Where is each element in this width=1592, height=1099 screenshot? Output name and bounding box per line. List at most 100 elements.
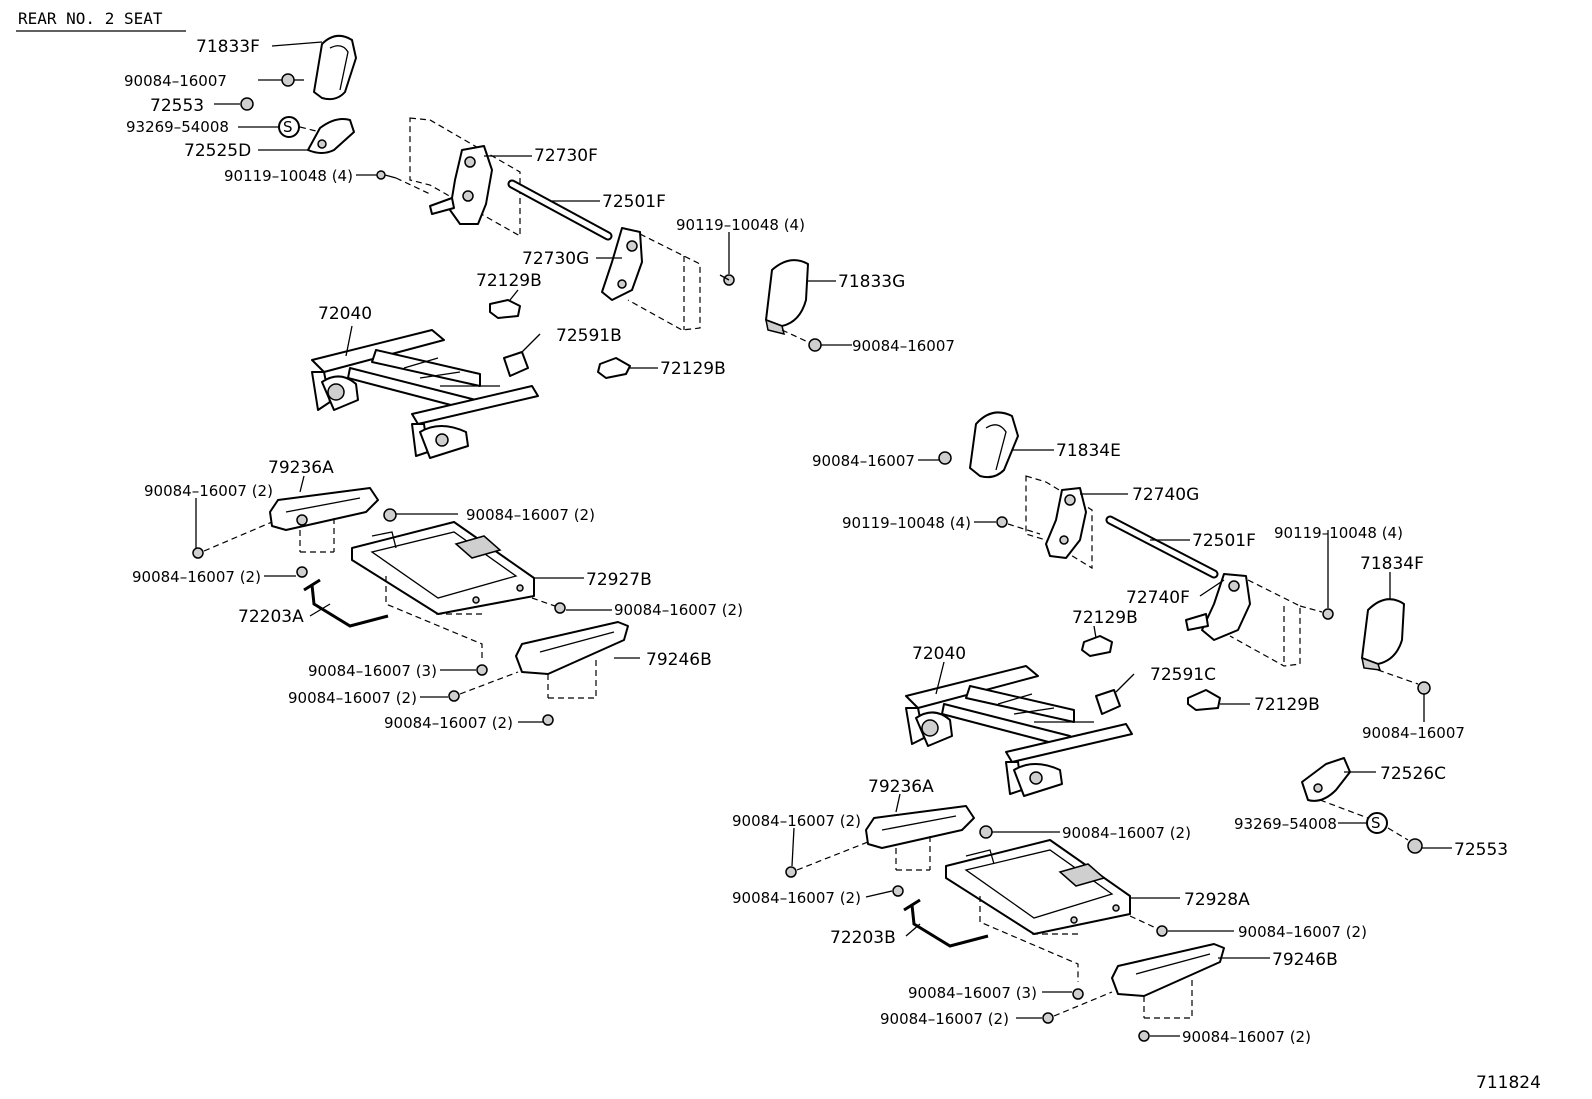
cap-72553-a — [240, 97, 254, 111]
label-90084-16007-2-e: 90084–16007 (2) — [288, 689, 417, 707]
seat-frame-72927B — [351, 521, 535, 615]
bolt-90119-10048-c — [996, 516, 1008, 528]
label-79236A-a: 79236A — [268, 458, 334, 478]
bolt-90084-16007-2-c — [383, 508, 397, 522]
label-71833G: 71833G — [838, 272, 905, 292]
label-72553-b: 72553 — [1454, 840, 1508, 860]
label-72730G: 72730G — [522, 249, 589, 269]
label-90084-16007-d: 90084–16007 — [1362, 724, 1465, 742]
recliner-knob-71834F — [1361, 598, 1405, 665]
label-90084-16007-2-a: 90084–16007 (2) — [144, 482, 273, 500]
bolt-90084-16007-c — [938, 451, 952, 465]
label-90119-10048-4-c: 90119–10048 (4) — [842, 514, 971, 532]
cover-72591C — [1095, 689, 1121, 715]
label-79236A-b: 79236A — [868, 777, 934, 797]
label-90084-16007-b: 90084–16007 — [852, 337, 955, 355]
label-72129B-b: 72129B — [660, 359, 726, 379]
bolt-90084-16007-2-g — [979, 825, 993, 839]
seat-track-72040-b — [905, 665, 1133, 797]
side-cover-79246B-b — [1111, 943, 1225, 997]
bolt-90084-16007-3-b — [1072, 988, 1084, 1000]
bolt-90084-16007-2-j — [1156, 925, 1168, 937]
label-90084-16007-2-h: 90084–16007 (2) — [1062, 824, 1191, 842]
bolt-90084-16007-2-b — [296, 566, 308, 578]
label-72501F-a: 72501F — [602, 192, 666, 212]
bolt-90084-16007-a — [281, 73, 304, 87]
bolt-90084-16007-3-a — [476, 664, 488, 676]
side-cover-79236A-b — [865, 805, 975, 849]
bolt-90084-16007-2-l — [1138, 1030, 1150, 1042]
bolt-90119-10048-b — [719, 274, 735, 286]
hinge-bracket-72730F — [449, 145, 493, 225]
washer-symbol-a: S — [278, 116, 300, 138]
label-90084-16007-2-b: 90084–16007 (2) — [466, 506, 595, 524]
recliner-cover-71833F — [313, 34, 357, 101]
cap-72553-b — [1407, 838, 1423, 854]
label-90084-16007-c: 90084–16007 — [812, 452, 915, 470]
bolt-90084-16007-2-i — [892, 885, 904, 897]
label-93269-54008-a: 93269–54008 — [126, 118, 229, 136]
label-90084-16007-2-c: 90084–16007 (2) — [132, 568, 261, 586]
washer-symbol-b: S — [1366, 812, 1388, 834]
hinge-bracket-72740F — [1201, 573, 1251, 641]
seat-frame-72928A — [945, 839, 1131, 935]
bolt-90119-10048-d — [1322, 608, 1334, 620]
left-seat-assembly: S — [192, 34, 822, 726]
clip-72129B-d — [1187, 689, 1221, 711]
leader-lines — [195, 41, 1452, 1037]
label-90119-10048-4-a: 90119–10048 (4) — [224, 167, 353, 185]
hinge-bracket-72740G — [1045, 487, 1087, 559]
side-cover-79246B-a — [515, 621, 629, 675]
seat-track-72040-a — [311, 329, 539, 459]
release-lever-72526C — [1301, 757, 1351, 802]
recliner-knob-71833G — [765, 259, 809, 327]
bolt-90084-16007-2-h — [785, 866, 797, 878]
label-79246B-a: 79246B — [646, 650, 712, 670]
bolt-90084-16007-2-e — [448, 690, 460, 702]
part-labels: 71833F 90084–16007 72553 93269–54008 725… — [124, 37, 1541, 1093]
label-71833F: 71833F — [196, 37, 260, 57]
label-90084-16007-2-g: 90084–16007 (2) — [732, 812, 861, 830]
label-72129B-c: 72129B — [1072, 608, 1138, 628]
label-72525D: 72525D — [184, 141, 251, 161]
wire-72203A — [303, 578, 389, 628]
label-72928A: 72928A — [1184, 890, 1250, 910]
label-72203A: 72203A — [238, 607, 304, 627]
label-90084-16007-2-l: 90084–16007 (2) — [1182, 1028, 1311, 1046]
label-72730F: 72730F — [534, 146, 598, 166]
bolt-90119-10048-a — [376, 170, 397, 180]
clip-72129B-b — [597, 357, 631, 379]
release-lever-72525D — [307, 118, 355, 154]
washer-symbol-a-label: S — [283, 118, 293, 136]
label-90084-16007-2-j: 90084–16007 (2) — [1238, 923, 1367, 941]
bolt-90084-16007-2-k — [1042, 1012, 1054, 1024]
label-72129B-d: 72129B — [1254, 695, 1320, 715]
label-72526C: 72526C — [1380, 764, 1446, 784]
label-90084-16007-2-i: 90084–16007 (2) — [732, 889, 861, 907]
label-72040-b: 72040 — [912, 644, 966, 664]
label-90084-16007-3-b: 90084–16007 (3) — [908, 984, 1037, 1002]
label-93269-54008-b: 93269–54008 — [1234, 815, 1337, 833]
cover-72591B — [503, 351, 529, 377]
wire-72203B — [903, 898, 989, 948]
label-72203B: 72203B — [830, 928, 896, 948]
clip-72129B-c — [1081, 635, 1113, 657]
label-72501F-b: 72501F — [1192, 531, 1256, 551]
label-72553-a: 72553 — [150, 96, 204, 116]
label-72927B: 72927B — [586, 570, 652, 590]
bolt-90084-16007-2-f — [542, 714, 554, 726]
right-seat-assembly: S — [785, 411, 1431, 1042]
bolt-90084-16007-d — [1417, 681, 1431, 695]
label-90119-10048-4-b: 90119–10048 (4) — [676, 216, 805, 234]
label-72740F: 72740F — [1126, 588, 1190, 608]
diagram-title: REAR NO. 2 SEAT — [18, 9, 163, 28]
washer-symbol-b-label: S — [1371, 814, 1381, 832]
label-72591B: 72591B — [556, 326, 622, 346]
clip-72129B-a — [489, 299, 521, 319]
label-79246B-b: 79246B — [1272, 950, 1338, 970]
label-72040-a: 72040 — [318, 304, 372, 324]
label-90084-16007-a: 90084–16007 — [124, 72, 227, 90]
bolt-90084-16007-2-a — [192, 547, 204, 559]
label-71834F: 71834F — [1360, 554, 1424, 574]
